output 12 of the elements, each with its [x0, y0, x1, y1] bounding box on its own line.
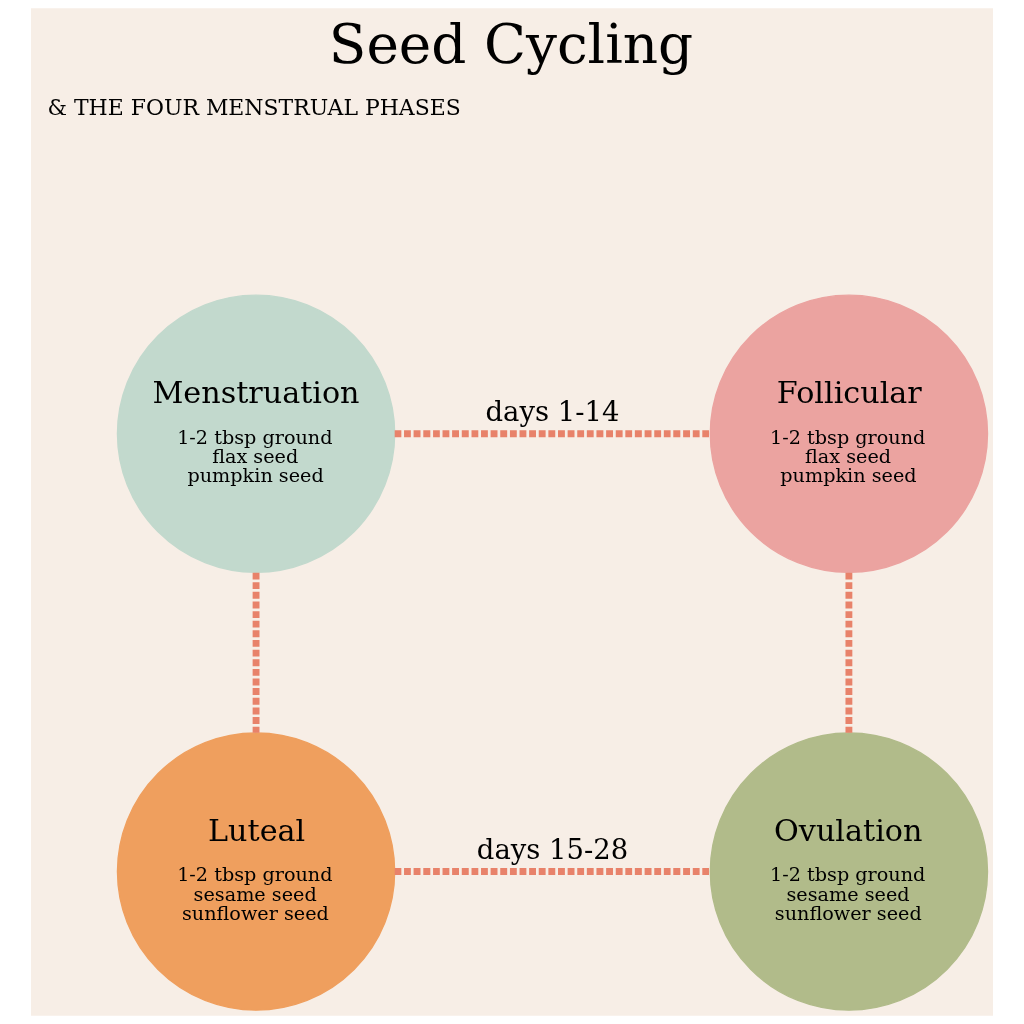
edge-label: days 15-28: [476, 834, 629, 866]
node-circle: Luteal 1-2 tbsp ground sesame seed sunflower seed: [116, 732, 396, 1011]
connector: [394, 430, 711, 438]
node-circle: Follicular 1-2 tbsp ground flax seed pumpkin seed: [709, 294, 989, 574]
edge-label: days 1-14: [485, 396, 620, 428]
connector: [252, 572, 260, 733]
connector: [845, 572, 853, 733]
diagram-title: Seed Cycling: [328, 12, 694, 77]
node-circle: Ovulation 1-2 tbsp ground sesame seed sunflower seed: [709, 732, 989, 1011]
node-circle: Menstruation 1-2 tbsp ground flax seed pumpkin seed: [116, 294, 396, 574]
connector: [394, 868, 711, 875]
label: & THE FOUR MENSTRUAL PHASES: [47, 95, 461, 121]
